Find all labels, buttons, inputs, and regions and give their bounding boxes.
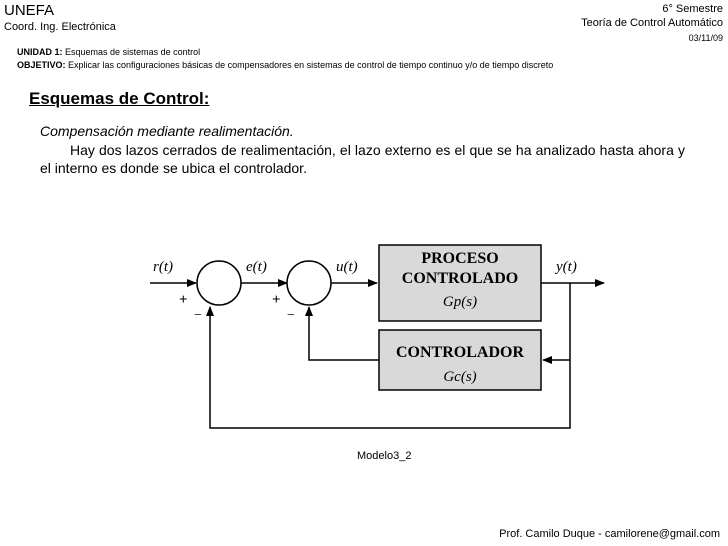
controller-transfer-function: Gc(s) xyxy=(443,369,476,385)
outer-feedback-path xyxy=(206,306,571,429)
objective-line: OBJETIVO: Explicar las configuraciones b… xyxy=(17,60,553,70)
semester-label: 6° Semestre xyxy=(662,3,723,15)
junction2-minus-sign: − xyxy=(287,308,295,323)
section-paragraph: Hay dos lazos cerrados de realimentación… xyxy=(40,142,685,176)
diagram-caption: Modelo3_2 xyxy=(357,450,412,462)
department-label: Coord. Ing. Electrónica xyxy=(4,21,116,33)
summing-junction-inner xyxy=(286,260,332,306)
process-line2: CONTROLADO xyxy=(402,270,518,287)
process-block xyxy=(378,244,542,322)
section-heading: Esquemas de Control: xyxy=(29,89,210,108)
inner-feedback-path xyxy=(305,306,379,361)
course-label: Teoría de Control Automático xyxy=(581,17,723,29)
date-label: 03/11/09 xyxy=(688,33,723,43)
signal-e-label: e(t) xyxy=(246,259,267,275)
summing-junction-outer xyxy=(196,260,242,306)
section-subtitle: Compensación mediante realimentación. xyxy=(40,123,294,139)
junction1-minus-sign: − xyxy=(194,308,202,323)
junction2-plus-sign: + xyxy=(272,292,281,308)
unit-label: UNIDAD 1: xyxy=(17,47,63,57)
process-transfer-function: Gp(s) xyxy=(443,294,477,310)
unit-value: Esquemas de sistemas de control xyxy=(65,47,201,57)
junction1-plus-sign: + xyxy=(179,292,188,308)
unit-line: UNIDAD 1: Esquemas de sistemas de contro… xyxy=(17,47,200,57)
controller-block xyxy=(378,329,542,391)
signal-y-label: y(t) xyxy=(554,259,577,275)
process-line1: PROCESO xyxy=(421,250,498,267)
signal-u-label: u(t) xyxy=(336,259,358,275)
org-title: UNEFA xyxy=(4,2,55,19)
objective-value: Explicar las configuraciones básicas de … xyxy=(68,60,554,70)
controller-input-path xyxy=(542,283,571,364)
footer-credit: Prof. Camilo Duque - camilorene@gmail.co… xyxy=(499,528,720,540)
controller-line1: CONTROLADOR xyxy=(396,344,524,361)
objective-label: OBJETIVO: xyxy=(17,60,66,70)
signal-r-label: r(t) xyxy=(153,259,173,275)
